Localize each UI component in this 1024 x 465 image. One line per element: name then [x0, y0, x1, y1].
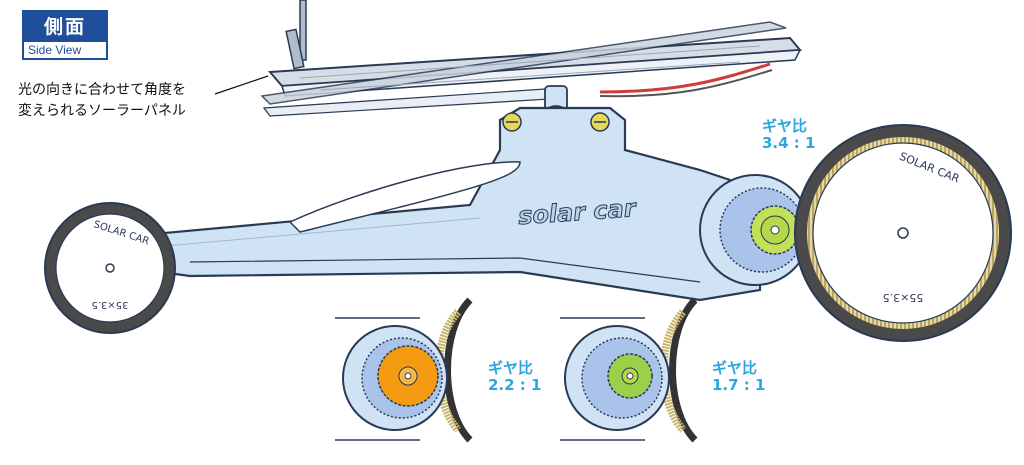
badge-subtitle: Side View [24, 42, 106, 58]
panel-caption: 光の向きに合わせて角度を 変えられるソーラーパネル [18, 80, 186, 122]
chassis [108, 106, 762, 302]
gear-ratio-title: ギヤ比 [488, 359, 534, 377]
front-wheel: SOLAR CAR 35×3.5 [44, 202, 176, 334]
caption-line-2: 変えられるソーラーパネル [18, 103, 186, 119]
badge-title: 側面 [43, 16, 86, 38]
gear-ratio-label-2: ギヤ比 2.2 : 1 [488, 359, 542, 395]
caption-leader [214, 75, 269, 95]
solar-panel[interactable] [260, 21, 803, 117]
side-view-badge: 側面 Side View [22, 10, 108, 60]
gear-ratio-label-1: ギヤ比 3.4 : 1 [762, 117, 816, 153]
gear-ratio-value: 2.2 : 1 [488, 376, 542, 395]
gear-ratio-value: 3.4 : 1 [762, 134, 816, 153]
gear-ratio-value: 1.7 : 1 [712, 376, 766, 395]
gearbox-main [699, 174, 811, 286]
panel-mast [285, 0, 307, 70]
rear-wheel: SOLAR CAR 55×3.5 [794, 124, 1012, 342]
gear-ratio-title: ギヤ比 [762, 117, 808, 135]
gear-detail-2-2 [330, 297, 480, 443]
caption-line-1: 光の向きに合わせて角度を [18, 82, 186, 98]
gear-ratio-label-3: ギヤ比 1.7 : 1 [712, 359, 766, 395]
rear-wheel-size: 55×3.5 [883, 291, 924, 304]
gear-detail-1-7 [555, 297, 705, 443]
front-wheel-size: 35×3.5 [91, 299, 128, 310]
gear-ratio-title: ギヤ比 [712, 359, 758, 377]
